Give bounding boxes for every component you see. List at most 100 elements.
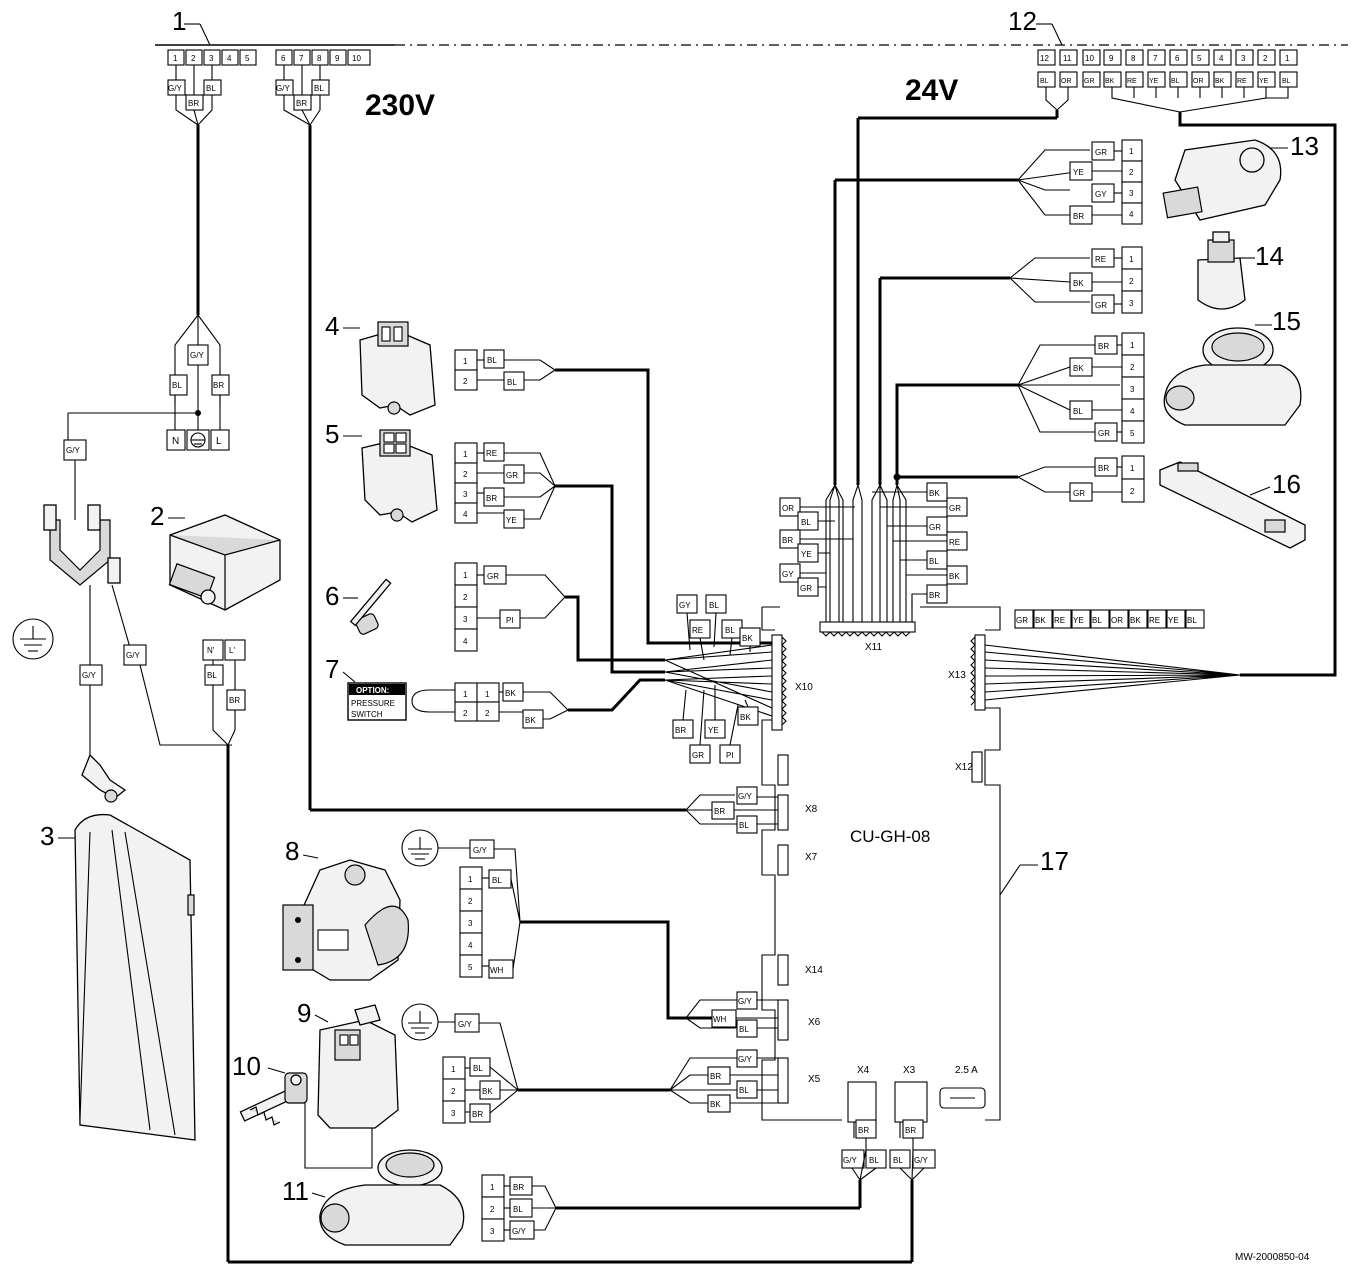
- terminal-230-9: 9: [335, 54, 340, 63]
- terminal-230-6: 6: [281, 54, 286, 63]
- terminal-24-7: 7: [1153, 54, 1158, 63]
- component-10: 10: [232, 1051, 308, 1126]
- wire-label: RE: [1054, 616, 1065, 625]
- connector-x12: X12: [955, 762, 973, 773]
- wire-label: YE: [1259, 78, 1269, 85]
- wire-label: RE: [1127, 78, 1137, 85]
- wire-label: BL: [1282, 78, 1291, 85]
- callout-2: 2: [150, 501, 164, 531]
- wire-label: BL: [207, 671, 217, 680]
- option-line1: PRESSURE: [351, 699, 395, 708]
- mains-filter: 2: [150, 501, 281, 611]
- callout-5: 5: [325, 419, 339, 449]
- wire-label: BL: [206, 84, 216, 93]
- wire-label: BR: [710, 1072, 721, 1081]
- terminal-24-3: 3: [1241, 54, 1246, 63]
- mains-l-prime: L': [229, 646, 235, 655]
- wire-label: G/Y: [738, 792, 752, 801]
- harness-11: 1 2 3 BR BL G/Y: [481, 1174, 862, 1242]
- terminal-230-10: 10: [352, 54, 361, 63]
- wire-label: GR: [1016, 616, 1028, 625]
- pin-label: 4: [463, 510, 468, 519]
- sensor-13-harness: GR YE GY BR 1 2 3 4: [833, 139, 1143, 485]
- wire-label: YE: [801, 550, 812, 559]
- wire-label: PI: [726, 751, 734, 760]
- callout-9: 9: [297, 998, 311, 1028]
- terminal-230-7: 7: [299, 54, 304, 63]
- pin-label: 2: [463, 593, 468, 602]
- board-name: CU-GH-08: [850, 827, 930, 846]
- wire-label: OR: [1111, 616, 1123, 625]
- wire-label: GR: [929, 523, 941, 532]
- x11-connector: OR BL BR YE GY GR BK GR GR RE BL BK BR: [779, 482, 968, 637]
- earth-symbol-icon: [12, 618, 54, 660]
- ignition-16-harness: BR GR 1 2: [893, 455, 1145, 503]
- pin-label: 1: [1129, 255, 1134, 264]
- wire-label: BL: [869, 1156, 879, 1165]
- connector-x6: X6: [808, 1017, 821, 1028]
- fuse-label: 2.5 A: [955, 1065, 978, 1076]
- ground-lug: [81, 753, 127, 799]
- terminal-24-1: 1: [1285, 54, 1290, 63]
- connector-x8: X8: [805, 804, 818, 815]
- wire-label: G/Y: [66, 446, 80, 455]
- wire-label: PI: [506, 616, 514, 625]
- wire-label: YE: [1149, 78, 1159, 85]
- harness-8: G/Y 1 2 3 4 5 BL WH: [401, 829, 712, 1020]
- wire-label: BK: [949, 572, 960, 581]
- wire-label: GY: [782, 570, 794, 579]
- wire-label: BK: [1105, 78, 1115, 85]
- wire-label: BR: [782, 536, 793, 545]
- wire-label: GR: [1073, 489, 1085, 498]
- pin-label: 3: [451, 1109, 456, 1118]
- boiler-casing: 3: [40, 813, 196, 1141]
- pin-label: 2: [468, 897, 473, 906]
- component-6: 6: [325, 578, 392, 635]
- wire-label: OR: [1193, 78, 1204, 85]
- pin-label: 3: [1129, 299, 1134, 308]
- callout-8: 8: [285, 836, 299, 866]
- wire-label: GR: [800, 584, 812, 593]
- wire-label: RE: [1237, 78, 1247, 85]
- wire-label: G/Y: [458, 1020, 472, 1029]
- pin-label: 4: [468, 941, 473, 950]
- connector-x7: X7: [805, 852, 818, 863]
- callout-1: 1: [172, 6, 186, 36]
- callout-16: 16: [1272, 469, 1301, 499]
- sensor-14-harness: RE BK GR 1 2 3: [878, 246, 1143, 485]
- wire-label: BR: [858, 1126, 869, 1135]
- terminal-24-8: 8: [1131, 54, 1136, 63]
- pin-label: 4: [1130, 407, 1135, 416]
- pin-label: 2: [1130, 363, 1135, 372]
- wire-label: BL: [1092, 616, 1102, 625]
- wire-label: BL: [709, 601, 719, 610]
- wire-label: YE: [708, 726, 719, 735]
- pin-label: 2: [463, 709, 468, 718]
- pin-label: 1: [463, 690, 468, 699]
- mains-harness: G/Y BR BL G/Y BL BR N L: [68, 65, 230, 451]
- wire-label: BL: [801, 518, 811, 527]
- harness-5: 1 2 3 4 RE GR BR YE: [454, 442, 665, 674]
- terminal-24-2: 2: [1263, 54, 1268, 63]
- terminal-24-4: 4: [1219, 54, 1224, 63]
- pin-label: 2: [490, 1205, 495, 1214]
- wire-label: G/Y: [168, 84, 182, 93]
- connector-x10: X10: [795, 682, 813, 693]
- ground-bracket: [49, 519, 111, 586]
- pin-label: 4: [463, 637, 468, 646]
- x12-stub: [777, 754, 789, 786]
- wire-label: BL: [492, 876, 502, 885]
- callout-6: 6: [325, 581, 339, 611]
- wire-label: BR: [929, 591, 940, 600]
- harness-6: 1 2 3 4 GR PI: [454, 562, 665, 662]
- wire-label: BK: [1073, 279, 1084, 288]
- terminal-230-8: 8: [317, 54, 322, 63]
- wire-label: BR: [472, 1110, 483, 1119]
- wire-label: BR: [1098, 342, 1109, 351]
- doc-ref: MW-2000850-04: [1235, 1252, 1310, 1263]
- x5-harness: G/Y BR BL BK: [669, 1049, 778, 1113]
- wire-label: BR: [229, 696, 240, 705]
- ground-tab: [43, 504, 57, 531]
- wire-label: BL: [893, 1156, 903, 1165]
- pin-label: 3: [468, 919, 473, 928]
